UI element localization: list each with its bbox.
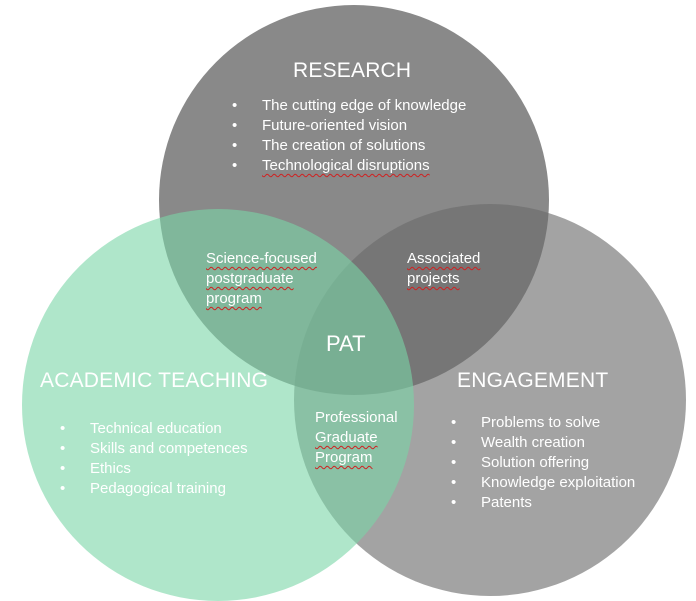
engagement-title: ENGAGEMENT bbox=[457, 369, 609, 392]
center-label: PAT bbox=[326, 331, 366, 356]
overlap-line: projects bbox=[407, 270, 460, 287]
overlap-line: postgraduate bbox=[206, 270, 294, 287]
engagement-item: Wealth creation bbox=[451, 433, 635, 453]
academic-teaching-list: Technical education Skills and competenc… bbox=[60, 419, 248, 499]
academic-item: Ethics bbox=[60, 459, 248, 479]
overlap-line: Professional bbox=[315, 409, 398, 426]
academic-item: Technical education bbox=[60, 419, 248, 439]
research-item: Technological disruptions bbox=[232, 156, 466, 176]
engagement-item: Problems to solve bbox=[451, 413, 635, 433]
academic-item: Skills and competences bbox=[60, 439, 248, 459]
overlap-line: program bbox=[206, 290, 262, 307]
research-item: The creation of solutions bbox=[232, 136, 466, 156]
overlap-line: Graduate bbox=[315, 429, 378, 446]
research-academic-overlap: Science-focused postgraduate program bbox=[206, 249, 317, 309]
engagement-list: Problems to solve Wealth creation Soluti… bbox=[451, 413, 635, 513]
engagement-item: Knowledge exploitation bbox=[451, 473, 635, 493]
academic-teaching-title: ACADEMIC TEACHING bbox=[40, 369, 269, 392]
research-engagement-overlap: Associated projects bbox=[407, 249, 480, 289]
academic-engagement-overlap: Professional Graduate Program bbox=[315, 408, 398, 468]
research-title: RESEARCH bbox=[293, 59, 412, 82]
academic-item: Pedagogical training bbox=[60, 479, 248, 499]
research-item: The cutting edge of knowledge bbox=[232, 96, 466, 116]
academic-teaching-circle bbox=[22, 209, 414, 601]
overlap-line: Science-focused bbox=[206, 250, 317, 267]
overlap-line: Program bbox=[315, 449, 373, 466]
research-list: The cutting edge of knowledge Future-ori… bbox=[232, 96, 466, 176]
engagement-item: Patents bbox=[451, 493, 635, 513]
engagement-item: Solution offering bbox=[451, 453, 635, 473]
research-item: Future-oriented vision bbox=[232, 116, 466, 136]
overlap-line: Associated bbox=[407, 250, 481, 267]
